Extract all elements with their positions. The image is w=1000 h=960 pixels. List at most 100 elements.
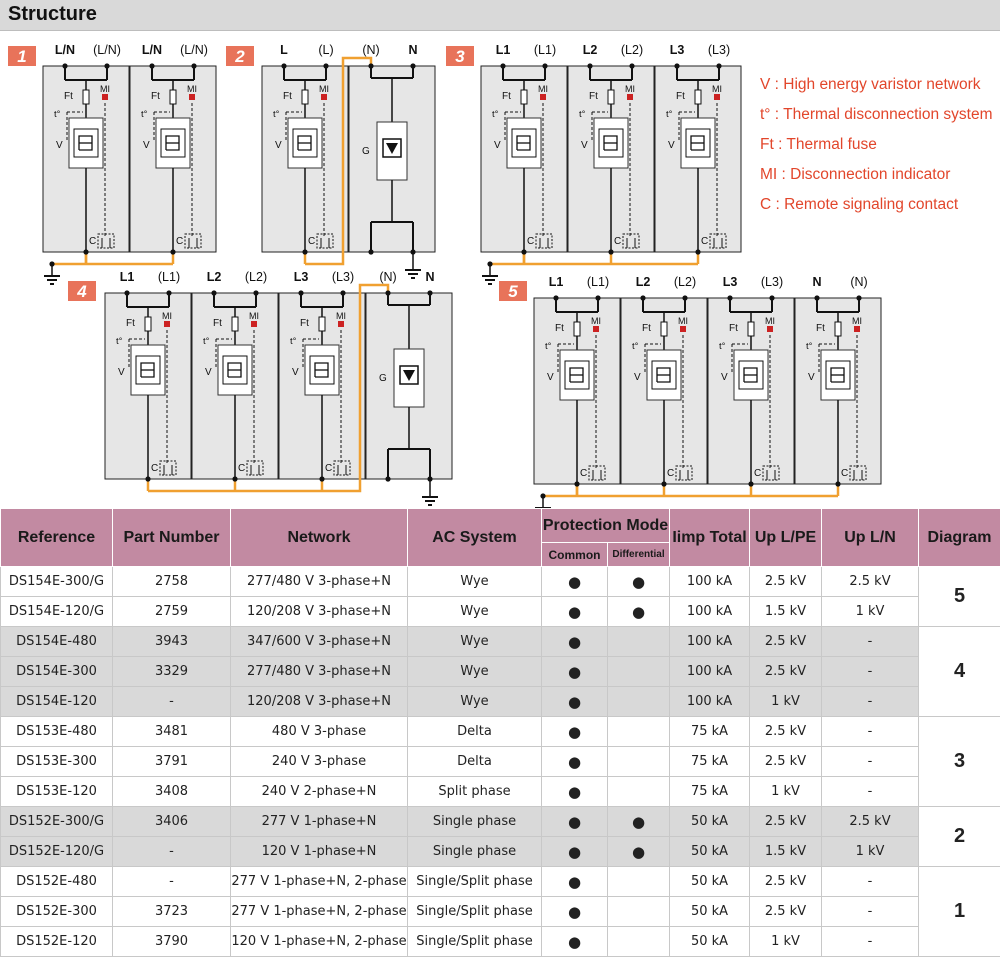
varistor-module: L2 (L2) (567, 43, 655, 253)
terminal-label: L3 (670, 43, 685, 57)
up-lpe-cell: 2.5 kV (749, 866, 822, 897)
signal-contact (762, 465, 780, 481)
terminal-label: L2 (583, 43, 598, 57)
thermal-fuse (144, 316, 152, 332)
bullet-icon: ● (567, 722, 582, 741)
terminal-label: (L2) (621, 43, 643, 57)
network-cell: 277 V 1-phase+N (230, 806, 408, 837)
indicator-icon (627, 94, 633, 100)
t-label: t° (579, 109, 586, 120)
varistor-module: L(L) (261, 43, 349, 253)
terminal-node (340, 290, 346, 296)
ac-system-cell: Wye (407, 566, 542, 597)
part-number-cell: 3329 (112, 656, 231, 687)
v-label: V (634, 372, 641, 383)
t-label: t° (116, 336, 123, 347)
diagram-number-cell: 5 (918, 566, 1000, 627)
thermal-fuse (520, 89, 528, 105)
neutral-wire (305, 56, 373, 266)
terminal-label: (L/N) (93, 43, 121, 57)
diagram-number: 1 (17, 47, 26, 66)
diagram-number-cell: 4 (918, 626, 1000, 717)
bullet-icon: ● (631, 812, 646, 831)
bullet-icon: ● (567, 842, 582, 861)
mi-label: MI (100, 84, 110, 94)
terminal-node (640, 295, 646, 301)
differential-mode-cell: ● (607, 806, 670, 837)
terminal-node (124, 290, 130, 296)
part-number-cell: 3481 (112, 716, 231, 747)
varistor-module: L3(L3) (707, 275, 795, 485)
differential-mode-cell (607, 716, 670, 747)
terminal-node (856, 295, 862, 301)
part-number-cell: 2759 (112, 596, 231, 627)
iimp-total-cell: 100 kA (669, 686, 750, 717)
terminal-node (748, 481, 754, 487)
c-label: C (841, 468, 848, 479)
c-label: C (701, 236, 708, 247)
ac-system-cell: Single/Split phase (407, 926, 542, 957)
v-label: V (668, 140, 675, 151)
ft-label: Ft (676, 91, 685, 102)
varistor-module: N(N) (794, 275, 882, 485)
terminal-label: (L3) (761, 275, 783, 289)
thermal-fuse (82, 89, 90, 105)
v-label: V (721, 372, 728, 383)
c-label: C (325, 463, 332, 474)
up-ln-cell: 1 kV (821, 836, 919, 867)
reference-cell: DS152E-120 (0, 926, 113, 957)
up-lpe-cell: 1.5 kV (749, 836, 822, 867)
terminal-node (682, 295, 688, 301)
t-label: t° (492, 109, 499, 120)
t-label: t° (290, 336, 297, 347)
col-up-lpe: Up L/PE (749, 508, 822, 567)
indicator-icon (251, 321, 257, 327)
col-part-number: Part Number (112, 508, 231, 567)
v-label: V (292, 367, 299, 378)
iimp-total-cell: 75 kA (669, 776, 750, 807)
network-cell: 347/600 V 3-phase+N (230, 626, 408, 657)
signal-contact (159, 460, 177, 476)
common-mode-cell: ● (541, 836, 608, 867)
varistor-module: L2(L2) (620, 275, 708, 485)
gas-discharge-module: (N)N (365, 270, 453, 480)
terminal-node (410, 249, 416, 255)
c-label: C (667, 468, 674, 479)
terminal-node (629, 63, 635, 69)
ft-label: Ft (642, 323, 651, 334)
terminal-node (716, 63, 722, 69)
up-lpe-cell: 1.5 kV (749, 596, 822, 627)
diagram-badge (68, 281, 96, 301)
part-number-cell: 3791 (112, 746, 231, 777)
diagram-badge (8, 46, 36, 66)
iimp-total-cell: 100 kA (669, 566, 750, 597)
network-cell: 277/480 V 3-phase+N (230, 566, 408, 597)
terminal-label: L2 (207, 270, 222, 284)
up-ln-cell: 2.5 kV (821, 566, 919, 597)
t-label: t° (719, 341, 726, 352)
terminal-node (302, 249, 308, 255)
indicator-icon (714, 94, 720, 100)
terminal-node (814, 295, 820, 301)
col-differential: Differential (607, 542, 670, 567)
bullet-icon: ● (567, 752, 582, 771)
terminal-label: L3 (294, 270, 309, 284)
iimp-total-cell: 50 kA (669, 926, 750, 957)
up-lpe-cell: 1 kV (749, 926, 822, 957)
bullet-icon: ● (567, 902, 582, 921)
up-ln-cell: - (821, 896, 919, 927)
terminal-node (835, 481, 841, 487)
up-ln-cell: - (821, 686, 919, 717)
t-label: t° (141, 109, 148, 120)
terminal-node (104, 63, 110, 69)
terminal-node (427, 290, 433, 296)
terminal-node (385, 476, 391, 482)
terminal-node (83, 249, 89, 255)
